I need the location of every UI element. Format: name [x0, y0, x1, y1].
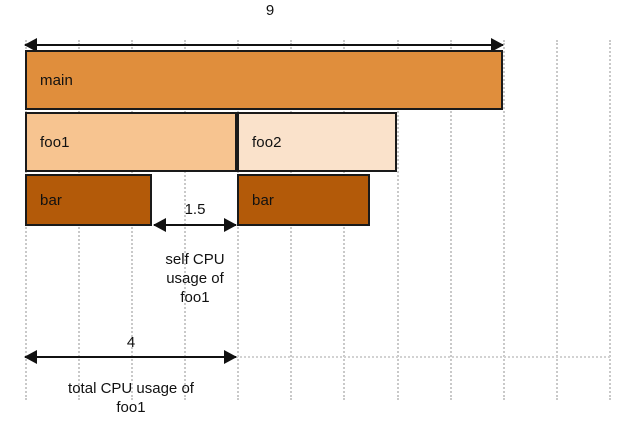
frame-label-bar-1: bar [40, 191, 62, 209]
measure-arrow-total-width [24, 38, 504, 52]
frame-label-bar-2: bar [252, 191, 274, 209]
frame-foo2[interactable]: foo2 [237, 112, 397, 172]
frame-label-foo1: foo1 [40, 133, 70, 151]
gridline-3 [184, 40, 186, 400]
caption-self-cpu-line3: foo1 [180, 289, 210, 306]
frame-label-foo2: foo2 [252, 133, 282, 151]
gridline-10 [556, 40, 558, 400]
caption-total-cpu-line2: foo1 [116, 399, 146, 416]
frame-foo1[interactable]: foo1 [25, 112, 237, 172]
caption-total-cpu-line1: total CPU usage of [68, 380, 194, 397]
measure-label-self-cpu: 1.5 [184, 201, 206, 218]
gridline-8 [450, 40, 452, 400]
caption-self-cpu: self CPU usage of foo1 [135, 250, 255, 307]
caption-self-cpu-line1: self CPU [165, 251, 225, 268]
gridline-11 [609, 40, 611, 400]
frame-label-main: main [40, 71, 73, 89]
gridline-7 [397, 40, 399, 400]
gridline-9 [503, 40, 505, 400]
measure-arrow-self-cpu [153, 218, 237, 232]
frame-main[interactable]: main [25, 50, 503, 110]
frame-bar-under-foo1[interactable]: bar [25, 174, 152, 226]
caption-self-cpu-line2: usage of [166, 270, 224, 287]
measure-arrow-total-cpu [24, 350, 237, 364]
measure-label-total-cpu: 4 [126, 334, 136, 351]
measure-label-total-width: 9 [265, 2, 275, 19]
caption-total-cpu: total CPU usage of foo1 [21, 379, 241, 417]
frame-bar-under-foo2[interactable]: bar [237, 174, 370, 226]
grid-baseline [25, 356, 610, 358]
